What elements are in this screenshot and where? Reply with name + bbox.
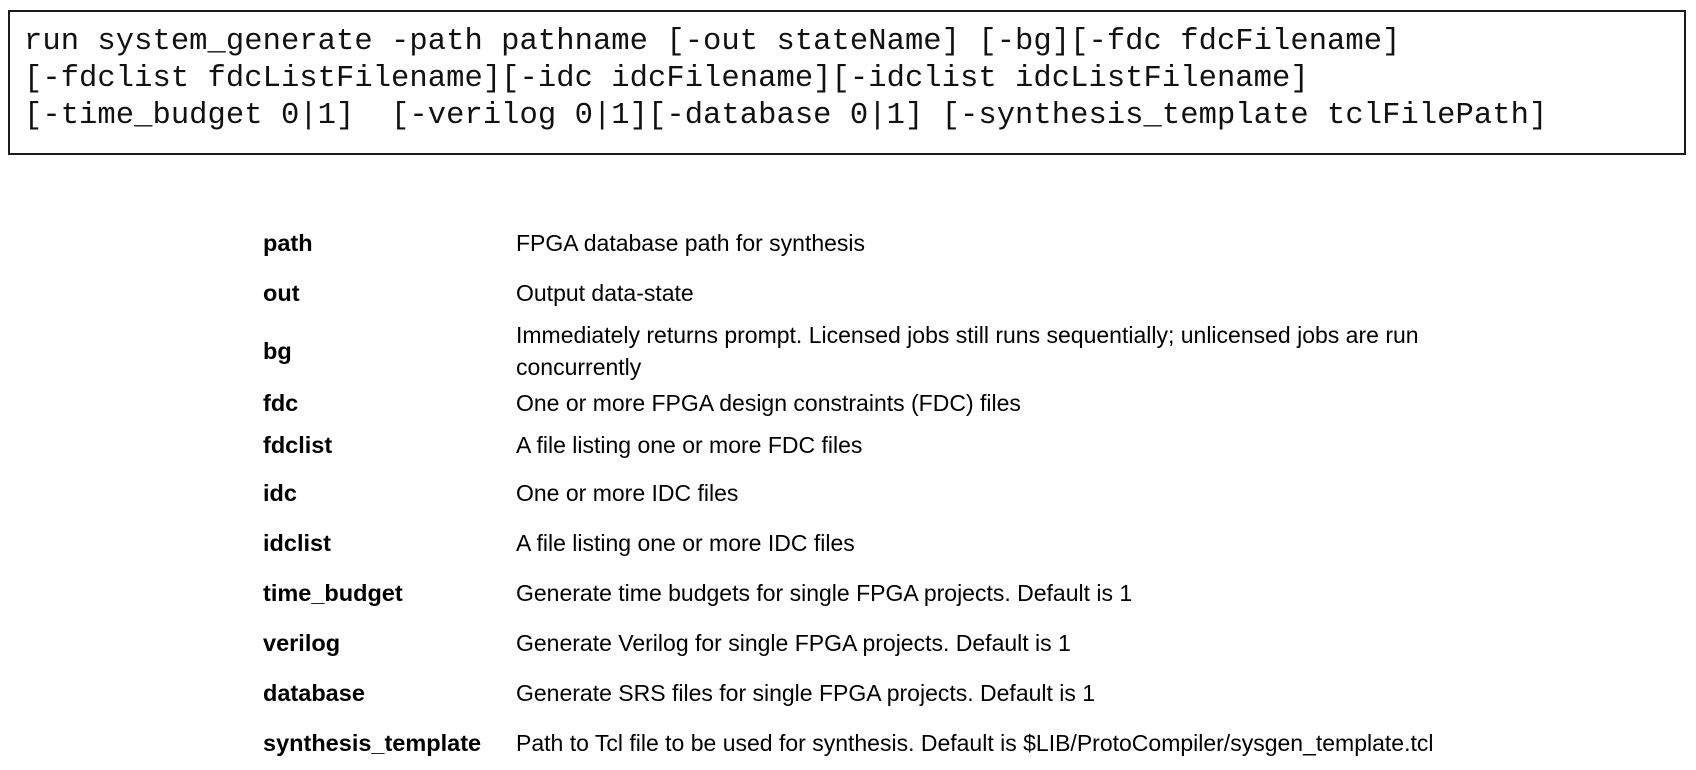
- option-name: synthesis_template: [263, 730, 482, 756]
- option-name: fdc: [263, 390, 299, 416]
- option-description: One or more IDC files: [516, 480, 739, 506]
- option-name: out: [263, 280, 300, 306]
- option-row-idclist: idclist A file listing one or more IDC f…: [263, 518, 1523, 568]
- option-description: Output data-state: [516, 280, 694, 306]
- option-description: Generate time budgets for single FPGA pr…: [516, 580, 1133, 606]
- option-row-idc: idc One or more IDC files: [263, 468, 1523, 518]
- option-name: bg: [263, 338, 292, 364]
- option-name: fdclist: [263, 432, 333, 458]
- syntax-line: [-time_budget 0|1] [-verilog 0|1][-datab…: [24, 99, 1548, 133]
- option-name: time_budget: [263, 580, 403, 606]
- option-name: verilog: [263, 630, 341, 656]
- option-name: database: [263, 680, 365, 706]
- option-row-out: out Output data-state: [263, 268, 1523, 318]
- option-description: A file listing one or more FDC files: [516, 432, 863, 458]
- option-row-bg: bg Immediately returns prompt. Licensed …: [263, 318, 1523, 384]
- option-description: Path to Tcl file to be used for synthesi…: [516, 730, 1434, 756]
- option-description: A file listing one or more IDC files: [516, 530, 855, 556]
- option-row-path: path FPGA database path for synthesis: [263, 218, 1523, 268]
- option-row-time-budget: time_budget Generate time budgets for si…: [263, 568, 1523, 618]
- option-name: path: [263, 230, 313, 256]
- option-description: One or more FPGA design constraints (FDC…: [516, 390, 1021, 416]
- option-description: FPGA database path for synthesis: [516, 230, 866, 256]
- options-table: path FPGA database path for synthesis ou…: [263, 218, 1523, 768]
- syntax-line: run system_generate -path pathname [-out…: [24, 25, 1401, 59]
- option-description: Generate Verilog for single FPGA project…: [516, 630, 1071, 656]
- option-name: idclist: [263, 530, 331, 556]
- option-row-synthesis-template: synthesis_template Path to Tcl file to b…: [263, 718, 1523, 768]
- command-syntax-box: run system_generate -path pathname [-out…: [8, 10, 1686, 155]
- option-row-verilog: verilog Generate Verilog for single FPGA…: [263, 618, 1523, 668]
- option-description: Generate SRS files for single FPGA proje…: [516, 680, 1096, 706]
- option-row-fdc: fdc One or more FPGA design constraints …: [263, 384, 1523, 422]
- option-description: Immediately returns prompt. Licensed job…: [516, 322, 1419, 380]
- syntax-line: [-fdclist fdcListFilename][-idc idcFilen…: [24, 62, 1309, 96]
- option-row-database: database Generate SRS files for single F…: [263, 668, 1523, 718]
- option-row-fdclist: fdclist A file listing one or more FDC f…: [263, 422, 1523, 468]
- option-name: idc: [263, 480, 297, 506]
